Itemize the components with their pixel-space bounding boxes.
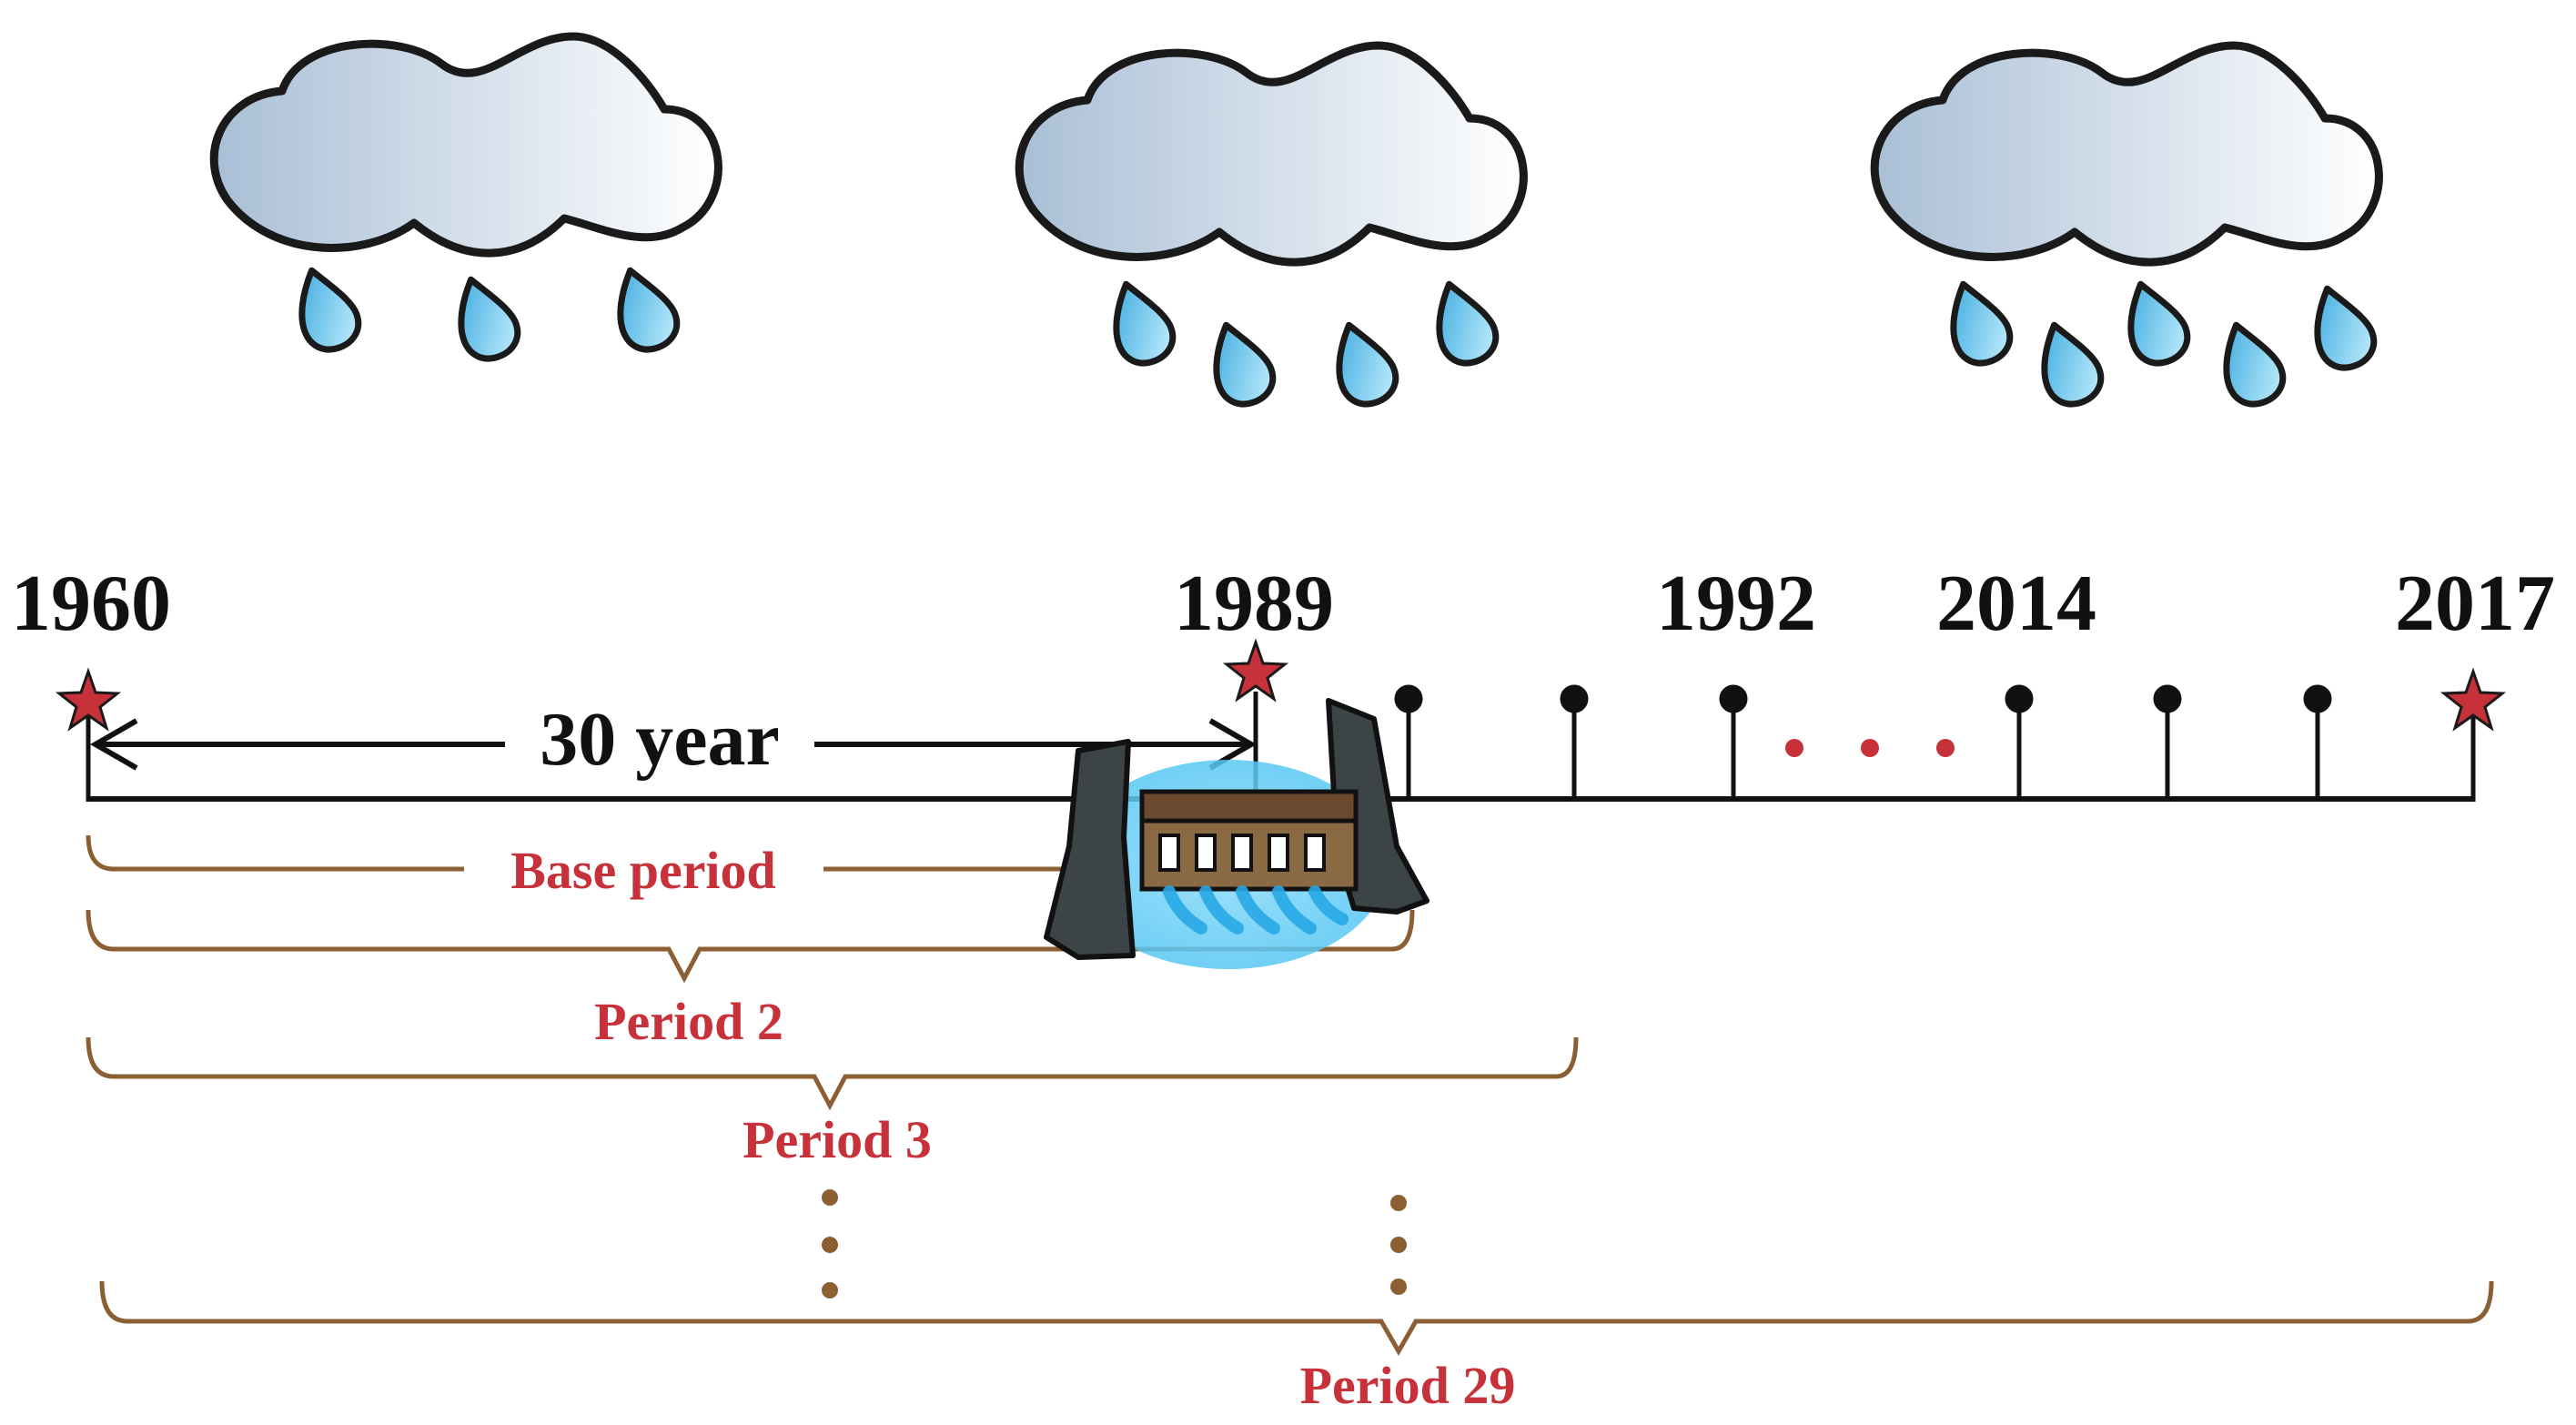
raindrop-icon — [445, 270, 524, 366]
year-label-2014: 2014 — [1936, 560, 2096, 648]
cloud-icon — [214, 36, 718, 253]
span-label: 30 year — [540, 697, 780, 782]
year-label-1992: 1992 — [1656, 560, 1816, 648]
thirty-year-arrow — [90, 718, 1257, 771]
raindrop-icon — [1100, 275, 1179, 370]
raindrop-icon — [2301, 279, 2380, 375]
pin-marker — [1719, 684, 1748, 713]
raindrop-icon — [1323, 316, 1402, 411]
raindrop-icon — [1423, 275, 1502, 370]
period-label-base: Base period — [510, 841, 776, 900]
year-label-1989: 1989 — [1174, 560, 1334, 648]
year-label-2017: 2017 — [2395, 560, 2555, 648]
pin-marker — [2005, 684, 2034, 713]
pin-marker — [2303, 684, 2332, 713]
raindrop-icon — [2115, 275, 2194, 370]
raindrop-icon — [604, 261, 683, 357]
period-3-bracket — [86, 1036, 1579, 1111]
raindrop-icon — [1200, 316, 1279, 411]
raindrop-icon — [1937, 275, 2016, 370]
ellipsis-dots — [1785, 739, 1955, 757]
cloud-icon — [1019, 45, 1523, 262]
period-29-bracket — [99, 1280, 2494, 1357]
period-label-29: Period 29 — [1300, 1356, 1516, 1415]
cloud-icon — [1874, 45, 2379, 262]
raindrop-icon — [286, 261, 365, 357]
year-pin-ticks — [1394, 684, 2332, 799]
vertical-ellipsis — [822, 1189, 1407, 1299]
pin-marker — [2153, 684, 2182, 713]
period-label-2: Period 2 — [594, 992, 783, 1051]
period-label-3: Period 3 — [742, 1110, 932, 1169]
pin-marker — [1394, 684, 1423, 713]
raindrop-icon — [2210, 316, 2289, 411]
star-icon — [1225, 641, 1287, 701]
dam-icon — [1044, 698, 1429, 969]
base-period-bracket — [86, 834, 1065, 872]
raindrop-icon — [2028, 316, 2107, 411]
pin-marker — [1560, 684, 1589, 713]
period-2-bracket — [86, 909, 1415, 984]
year-label-1960: 1960 — [11, 560, 171, 648]
